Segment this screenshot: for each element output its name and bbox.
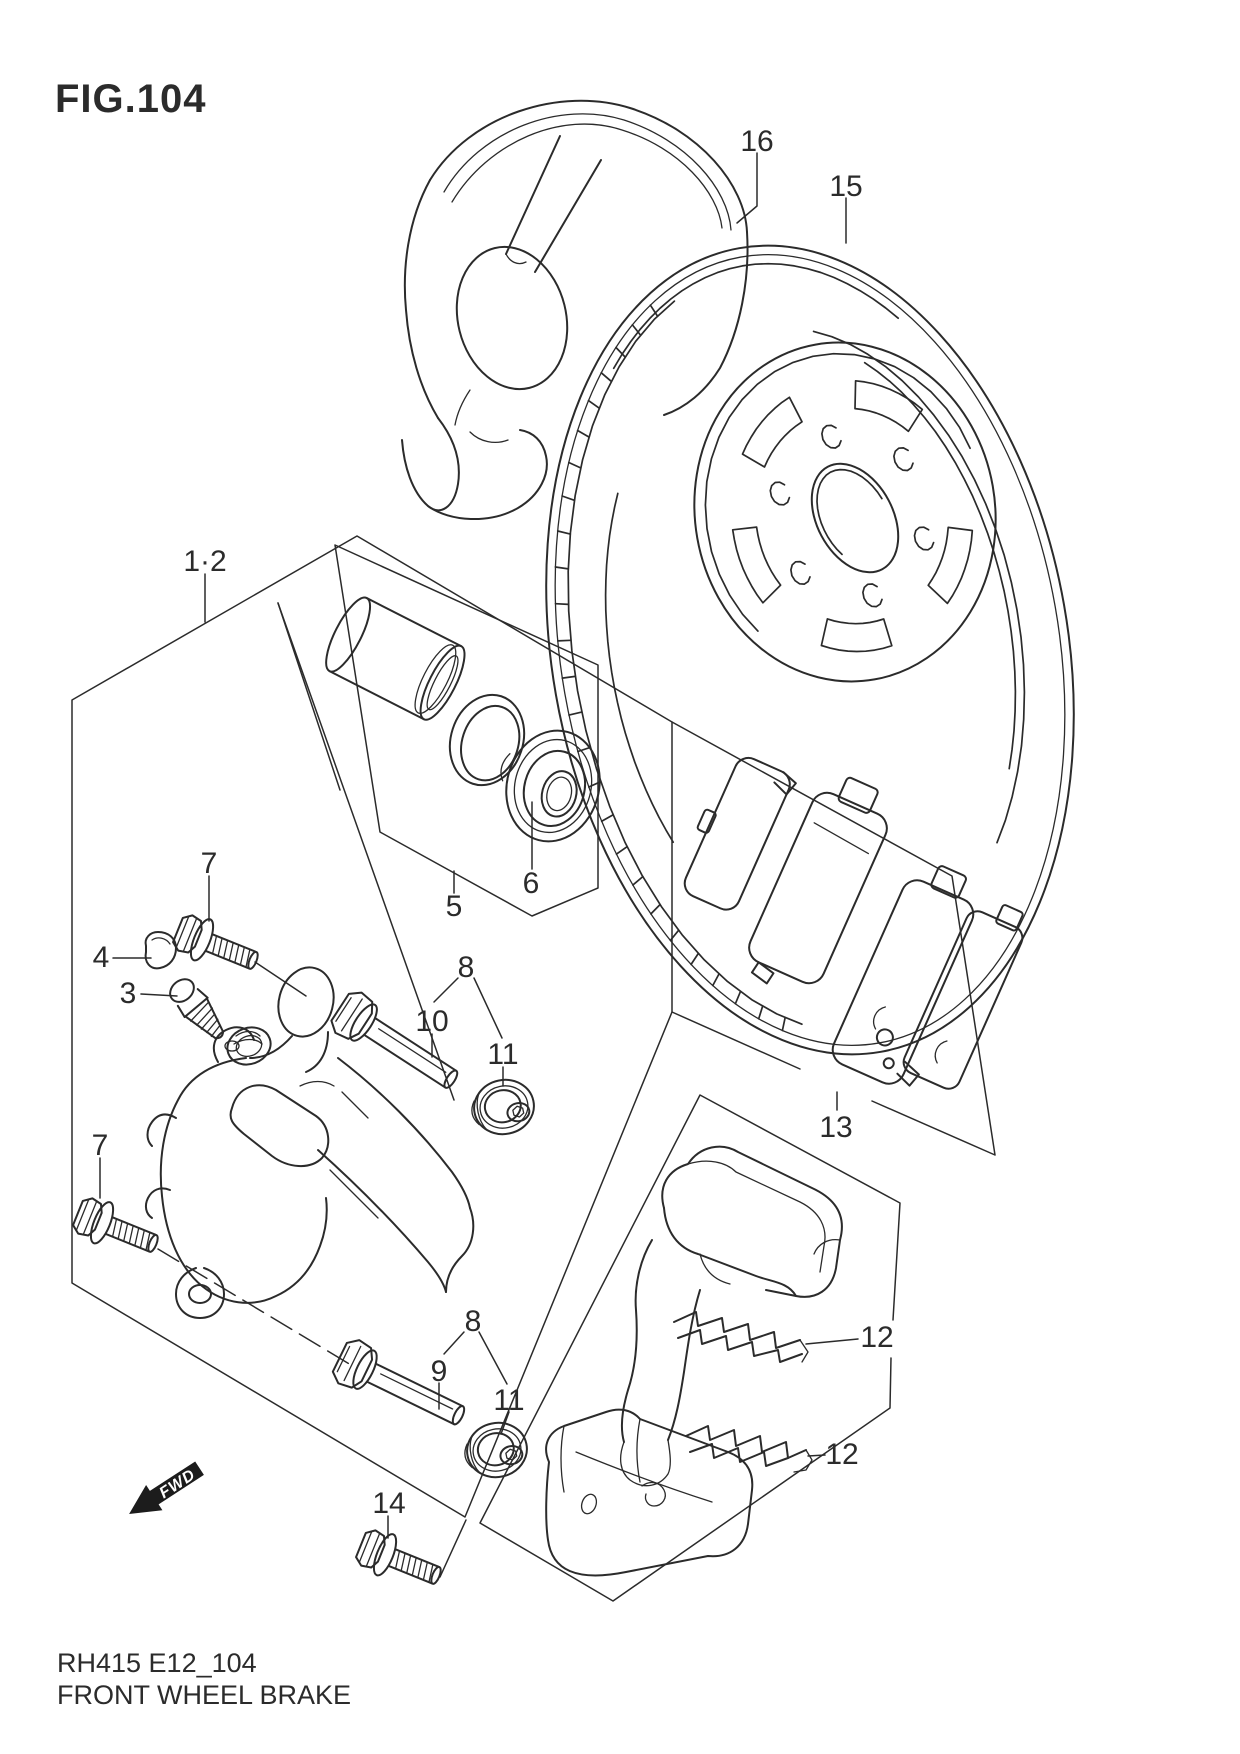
part-callout-7-upper: 7 [201, 847, 218, 880]
pad-clip-lower-drawing [685, 1425, 813, 1473]
figure-title: FIG.104 [55, 77, 207, 121]
part-callout-9: 9 [431, 1355, 448, 1388]
fwd-arrow-icon [129, 1461, 204, 1514]
part-callout-14: 14 [372, 1487, 405, 1520]
piston-seal-drawing [448, 693, 526, 787]
bleeder-screw-drawing [169, 978, 225, 1040]
part-callout-15: 15 [829, 170, 862, 203]
piston-drawing [325, 596, 466, 721]
part-callout-11-upper: 11 [487, 1038, 518, 1071]
slide-pin-lower-drawing [331, 1339, 466, 1426]
part-callout-7-lower: 7 [92, 1129, 109, 1162]
footer-caption: FRONT WHEEL BRAKE [57, 1680, 351, 1710]
part-callout-3: 3 [120, 977, 137, 1010]
brake-pads-drawing [683, 756, 1024, 1090]
dust-shield-drawing [401, 99, 749, 520]
assembly-boundary-boxes [71, 535, 996, 1602]
piston-sub-box [334, 544, 599, 917]
slide-pin-upper-drawing [330, 991, 459, 1089]
outer-pad [748, 776, 888, 985]
part-callout-8-upper: 8 [458, 951, 475, 984]
inner-pad [831, 865, 975, 1085]
pin-boot-upper-drawing [471, 1078, 535, 1136]
part-callout-10: 10 [415, 1005, 448, 1038]
brake-disc-details [554, 262, 1026, 1032]
carrier-bolt-drawing [355, 1529, 442, 1585]
projection-line [277, 602, 341, 791]
piston-boot-drawing [500, 729, 601, 843]
caliper-body-drawing [144, 966, 475, 1319]
caliper-bolt-upper-drawing [172, 914, 259, 970]
part-callout-8-lower: 8 [465, 1305, 482, 1338]
projection-line [277, 602, 455, 1101]
part-callout-13: 13 [819, 1111, 852, 1144]
bleeder-cap-drawing [144, 931, 177, 970]
footer-code: RH415 E12_104 [57, 1648, 257, 1678]
fwd-direction-arrow: FWD [129, 1461, 204, 1514]
carrier-box [479, 1094, 901, 1602]
inner-shim [896, 904, 1024, 1090]
part-callout-12-lower: 12 [825, 1438, 858, 1471]
caliper-bolt-lower-drawing [72, 1197, 159, 1253]
pin-boot-lower-drawing [464, 1421, 528, 1479]
part-callouts: 16 15 1·2 5 6 7 4 3 8 10 11 7 13 12 8 9 … [92, 125, 894, 1520]
part-callout-1-2: 1·2 [183, 545, 226, 578]
brake-pads-box [671, 721, 996, 1156]
brake-disc-drawing [545, 244, 1075, 1056]
pad-clip-upper-drawing [673, 1311, 809, 1363]
caliper-assembly-box [71, 535, 673, 1518]
fwd-arrow-label: FWD [157, 1466, 199, 1502]
callout-leader-lines [99, 152, 859, 1578]
part-callout-12-upper: 12 [860, 1321, 893, 1354]
outer-shim [683, 756, 797, 911]
carrier-bracket-drawing [545, 1145, 843, 1577]
part-callout-5: 5 [446, 890, 463, 923]
part-callout-6: 6 [523, 867, 540, 900]
part-callout-4: 4 [93, 941, 110, 974]
part-callout-16: 16 [740, 125, 773, 158]
part-callout-11-lower: 11 [493, 1384, 524, 1417]
